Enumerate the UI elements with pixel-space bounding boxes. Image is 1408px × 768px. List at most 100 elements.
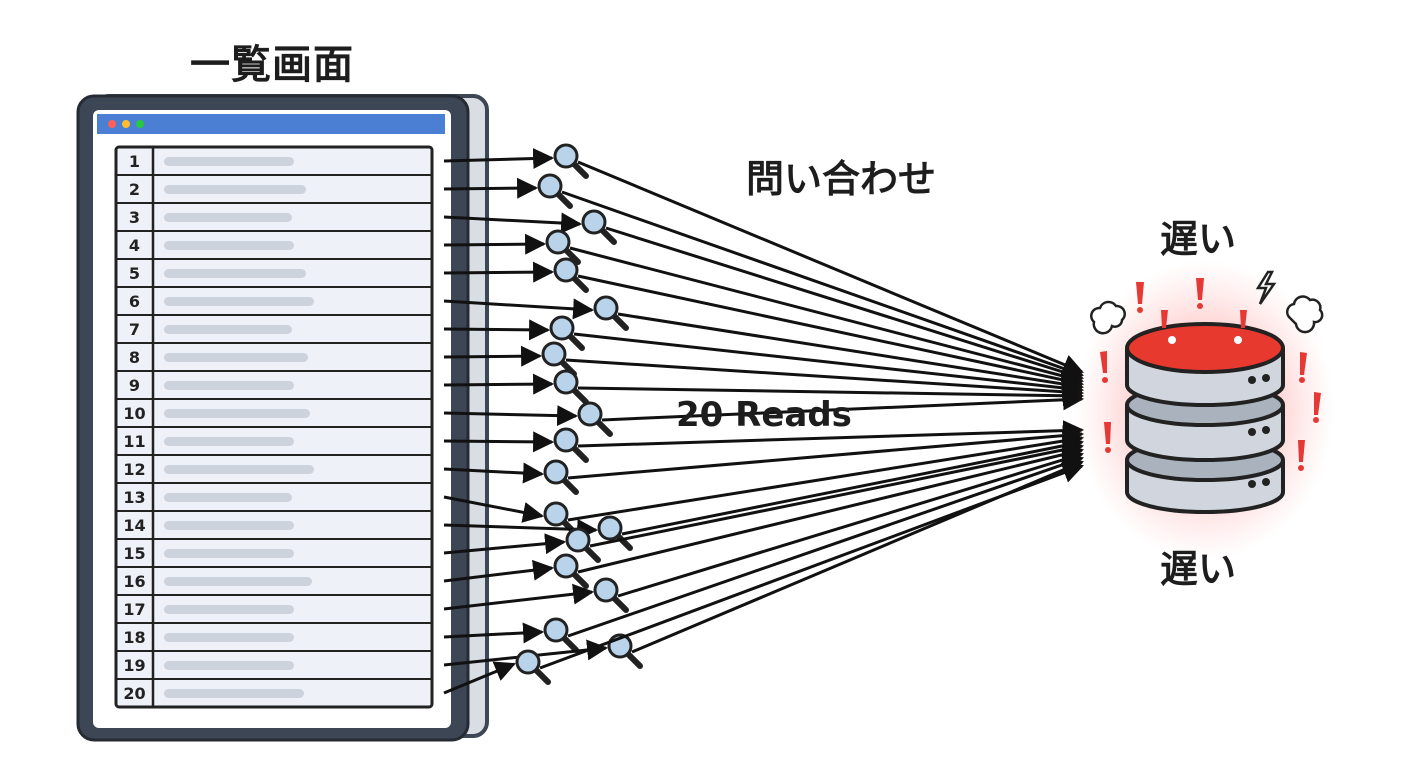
- row-placeholder-bar: [164, 605, 294, 614]
- magnifier-icon: [545, 229, 581, 265]
- row-placeholder-bar: [164, 381, 294, 390]
- row-number: 10: [123, 404, 146, 423]
- magnifier-icon: [565, 527, 601, 563]
- query-arrow: [443, 533, 567, 555]
- row-placeholder-bar: [164, 437, 294, 446]
- db-request-arrow: [565, 358, 1085, 403]
- database-icon: [1125, 322, 1285, 514]
- query-arrow: [443, 405, 579, 427]
- db-request-arrow: [621, 435, 1085, 536]
- db-request-arrow: [605, 226, 1085, 383]
- query-arrow: [443, 148, 555, 170]
- row-number: 5: [128, 264, 141, 283]
- query-arrow: [443, 177, 539, 199]
- query-arrow: [443, 622, 545, 644]
- row-number: 19: [123, 656, 146, 675]
- exclamation-icon: [1100, 278, 1321, 471]
- db-request-arrow: [577, 160, 1084, 375]
- row-placeholder-bar: [164, 213, 292, 222]
- query-arrow: [443, 583, 595, 611]
- query-arrow: [443, 212, 583, 234]
- maximize-dot-icon[interactable]: [136, 120, 144, 128]
- reads-count-label: 20 Reads: [676, 395, 852, 435]
- query-arrow: [443, 233, 547, 255]
- magnifier-icon: [543, 459, 579, 495]
- db-request-arrow: [567, 425, 1085, 480]
- row-number: 4: [128, 236, 141, 255]
- query-arrow: [443, 462, 545, 484]
- magnifier-icon: [553, 143, 589, 179]
- row-number: 12: [123, 460, 146, 479]
- row-placeholder-bar: [164, 325, 292, 334]
- slow-label-bottom: 遅い: [1160, 547, 1237, 591]
- row-placeholder-bar: [164, 633, 294, 642]
- row-placeholder-bar: [164, 689, 304, 698]
- window-titlebar: [97, 114, 445, 134]
- db-request-arrow: [567, 454, 1084, 638]
- magnifier-icon: [593, 577, 629, 613]
- db-request-arrow: [617, 449, 1085, 598]
- magnifier-icon: [581, 209, 617, 245]
- row-number: 16: [123, 572, 146, 591]
- db-request-arrow: [567, 430, 1085, 522]
- slow-label-top: 遅い: [1160, 217, 1237, 261]
- magnifier-icon: [537, 173, 573, 209]
- db-request-arrow: [577, 274, 1085, 391]
- magnifier-icon: [577, 401, 613, 437]
- db-request-arrow: [601, 389, 1085, 422]
- query-label: 問い合わせ: [746, 157, 937, 201]
- row-placeholder-bar: [164, 409, 310, 418]
- db-request-arrow: [577, 444, 1085, 574]
- row-placeholder-bar: [164, 493, 292, 502]
- row-placeholder-bar: [164, 661, 294, 670]
- row-number: 17: [123, 600, 146, 619]
- row-placeholder-bar: [164, 185, 306, 194]
- row-number: 2: [128, 180, 141, 199]
- row-placeholder-bar: [164, 521, 294, 530]
- query-arrow: [443, 431, 555, 453]
- row-number: 3: [128, 208, 141, 227]
- row-number: 9: [128, 376, 141, 395]
- minimize-dot-icon[interactable]: [122, 120, 130, 128]
- row-number: 6: [128, 292, 141, 311]
- row-number: 7: [128, 320, 141, 339]
- row-placeholder-bar: [164, 549, 294, 558]
- db-request-arrow: [561, 190, 1084, 379]
- db-request-arrow: [573, 332, 1085, 399]
- row-number: 20: [123, 684, 146, 703]
- db-request-arrow: [577, 420, 1085, 448]
- row-number: 15: [123, 544, 146, 563]
- query-arrow: [443, 559, 555, 583]
- magnifier-icon: [597, 515, 633, 551]
- db-request-arrow: [569, 246, 1085, 387]
- row-number: 14: [123, 516, 146, 535]
- query-arrow: [443, 319, 551, 341]
- query-arrow: [443, 345, 543, 367]
- query-arrows: [443, 143, 1085, 695]
- page-title: 一覧画面: [190, 42, 354, 88]
- magnifier-icon: [515, 649, 551, 685]
- row-number: 8: [128, 348, 141, 367]
- magnifier-icon: [553, 427, 589, 463]
- close-dot-icon[interactable]: [108, 120, 116, 128]
- query-arrow: [443, 373, 555, 395]
- query-arrow: [443, 261, 555, 283]
- magnifier-icon: [593, 295, 629, 331]
- row-number: 1: [128, 152, 141, 171]
- db-request-arrow: [617, 312, 1085, 395]
- row-placeholder-bar: [164, 297, 314, 306]
- magnifier-icon: [541, 341, 577, 377]
- db-request-arrow: [589, 439, 1085, 548]
- db-request-arrow: [539, 462, 1084, 670]
- query-arrow: [443, 661, 516, 695]
- row-placeholder-bar: [164, 465, 314, 474]
- row-number: 13: [123, 488, 146, 507]
- row-number: 11: [123, 432, 146, 451]
- magnifier-icon: [549, 315, 585, 351]
- magnifier-icon: [553, 257, 589, 293]
- query-arrow: [443, 518, 599, 540]
- smoke-puff-icon: [1090, 295, 1324, 335]
- query-arrow: [443, 495, 545, 523]
